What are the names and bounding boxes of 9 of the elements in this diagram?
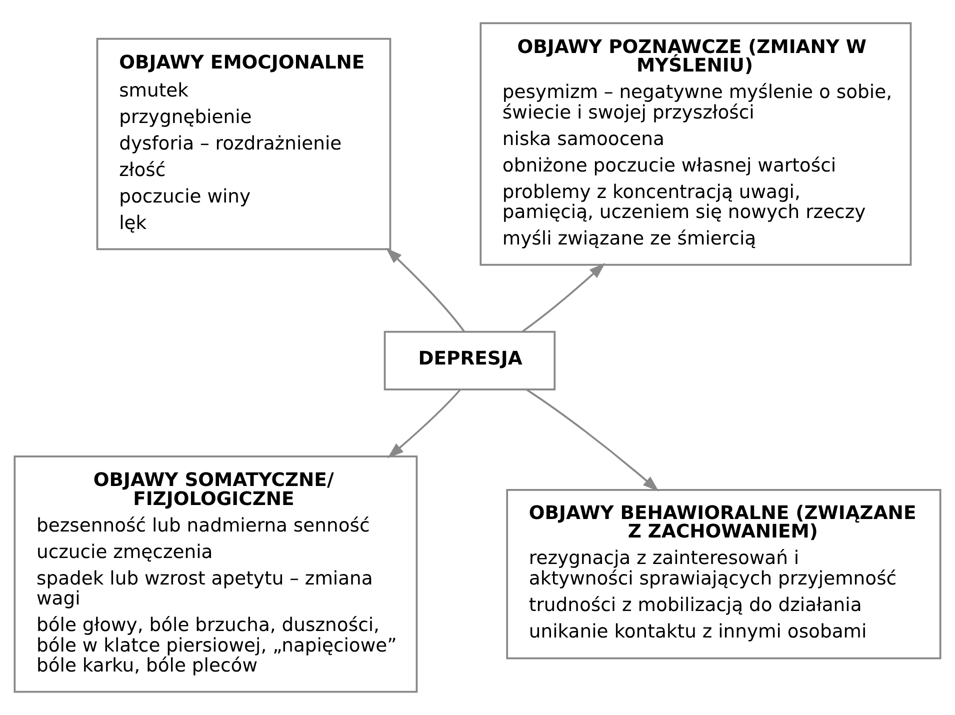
node-box: OBJAWY SOMATYCZNE/ FIZJOLOGICZNE bezsenność lub nadmierna senność uczucie zmęczenia spadek lub wzrost apetytu – zmiana wagi bóle głowy, bóle brzucha, duszności, bóle w klatce piersiowej, „napięciowe” bóle karku, bóle pleców <box>14 456 418 693</box>
node-box: DEPRESJA <box>384 330 556 390</box>
arrow <box>522 262 606 332</box>
node-box: OBJAWY POZNAWCZE (ZMIANY W MYŚLENIU) pesymizm – negatywne myślenie o sobie, świecie i swojej przyszłości niska samoocena obniżone poczucie własnej wartości problemy z koncentracją uwagi, pamięcią, uczeniem się nowych rzeczy myśli związane ze śmiercią <box>480 22 912 266</box>
node-box: OBJAWY EMOCJONALNE smutek przygnębienie dysforia – rozdrażnienie złość poczucie winy lęk <box>96 38 392 250</box>
arrow <box>388 389 461 458</box>
node-box: OBJAWY BEHAWIORALNE (ZWIĄZANE Z ZACHOWANIEM) rezygnacja z zainteresowań i aktywności sprawiających przyjemność trudności z mobilizacją do działania unikanie kontaktu z innymi osobami <box>506 489 942 660</box>
arrow <box>386 248 466 332</box>
arrow <box>526 388 659 492</box>
